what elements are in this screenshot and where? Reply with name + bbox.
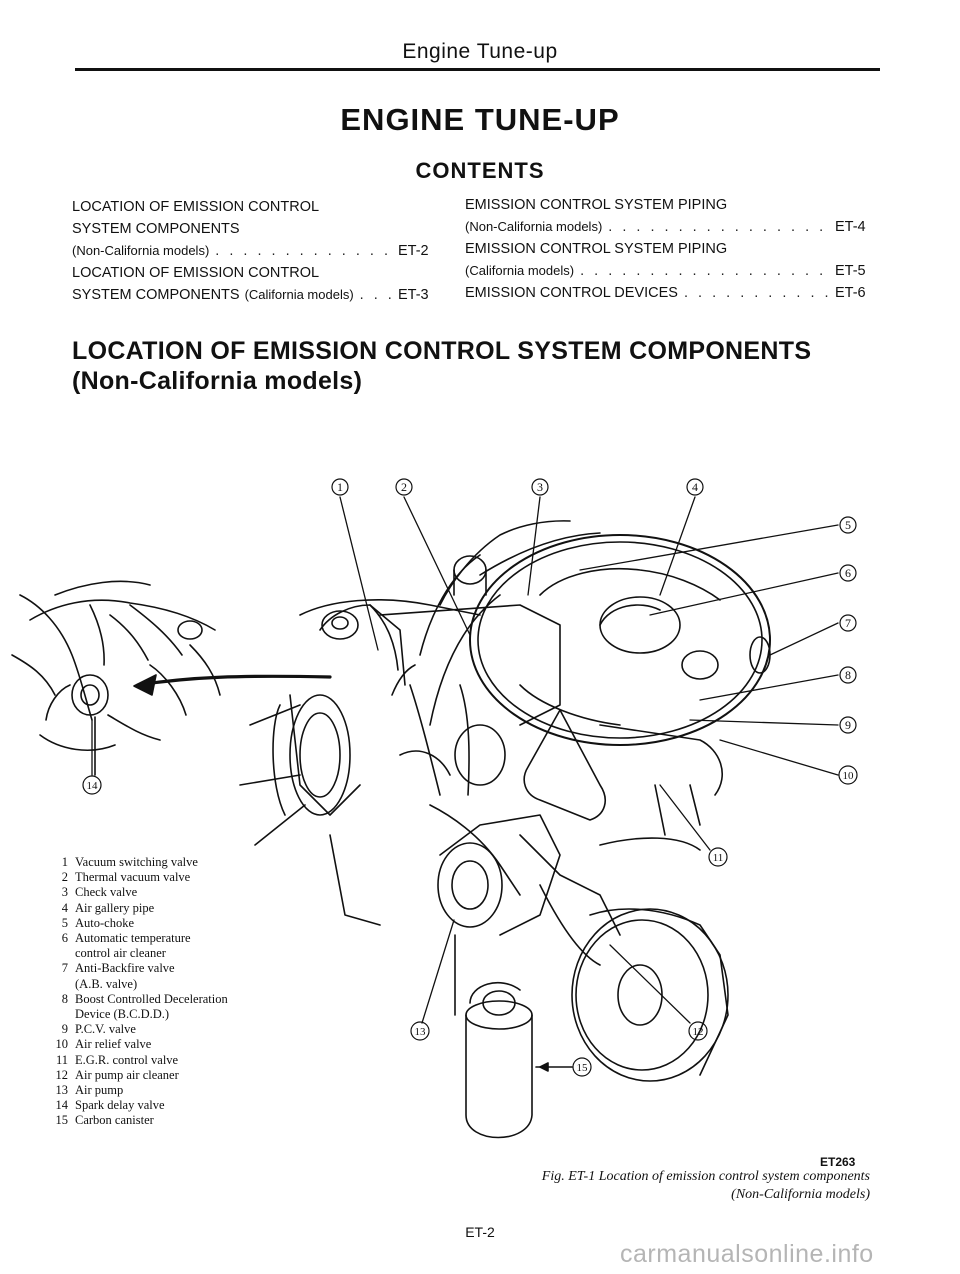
figure-caption: Fig. ET-1 Location of emission control s…	[430, 1168, 870, 1204]
legend-row: control air cleaner	[75, 946, 166, 961]
toc-entry-qualifier: (California models)	[465, 263, 575, 278]
svg-text:9: 9	[845, 718, 851, 732]
legend-row: (A.B. valve)	[75, 976, 138, 991]
callout-marker-10: 10	[838, 765, 858, 785]
svg-text:2: 2	[401, 480, 407, 494]
callout-marker-12: 12	[688, 1021, 708, 1041]
toc-page-ref: ET-4	[835, 219, 866, 235]
toc-entry[interactable]: LOCATION OF EMISSION CONTROL SYSTEM COMP…	[72, 262, 430, 306]
callout-marker-13: 13	[410, 1021, 430, 1041]
toc-page-ref: ET-3	[398, 287, 429, 303]
engine-block-sketch	[239, 520, 571, 926]
page-title: ENGINE TUNE-UP	[340, 102, 620, 137]
toc-entry-qualifier: (Non-California models)	[72, 243, 210, 258]
toc-page-ref: ET-2	[398, 243, 429, 259]
toc-entry[interactable]: EMISSION CONTROL SYSTEM PIPING (Californ…	[465, 238, 867, 282]
svg-text:10: 10	[843, 770, 855, 782]
svg-text:11: 11	[713, 852, 724, 864]
callout-marker-7: 7	[839, 614, 857, 632]
figure-code: ET263	[820, 1155, 856, 1169]
toc-entry[interactable]: EMISSION CONTROL SYSTEM PIPING (Non-Cali…	[465, 194, 867, 238]
inset-detail-sketch	[11, 580, 221, 776]
pump-air-cleaner-sketch	[571, 908, 729, 1082]
toc-entry-qualifier: (California models)	[244, 287, 354, 302]
engine-diagram: 1 2 3 4 5 6 7 8 9 10 11 12 13 14 15	[11, 478, 858, 1139]
toc-entry-line: EMISSION CONTROL SYSTEM PIPING	[465, 241, 728, 257]
toc-right-column: EMISSION CONTROL SYSTEM PIPING (Non-Cali…	[465, 194, 867, 304]
toc-entry-qualifier: (Non-California models)	[465, 219, 603, 234]
callout-marker-2: 2	[395, 478, 413, 496]
legend-row: Device (B.C.D.D.)	[75, 1007, 170, 1022]
callout-leaders	[91, 496, 839, 1024]
toc-leader-dots: . . . . . . . . . . . . . . . . . . . . …	[580, 263, 829, 279]
toc-leader-dots: . . . . . . . . . . . . . . . . . .	[683, 285, 829, 301]
svg-text:7: 7	[845, 616, 851, 630]
toc-entry[interactable]: EMISSION CONTROL DEVICES . . . . . . . .…	[465, 282, 867, 304]
carbon-canister-sketch	[465, 981, 573, 1139]
callout-marker-5: 5	[839, 516, 857, 534]
section-heading-subline: (Non-California models)	[72, 367, 363, 395]
callout-marker-3: 3	[531, 478, 549, 496]
section-heading-line: LOCATION OF EMISSION CONTROL SYSTEM COMP…	[72, 337, 812, 365]
figure-caption-line: Fig. ET-1 Location of emission control s…	[541, 1169, 870, 1184]
svg-text:13: 13	[415, 1026, 427, 1038]
callout-marker-1: 1	[331, 478, 349, 496]
callout-marker-8: 8	[839, 666, 857, 684]
toc-leader-dots: . . . . . . . . . . . . . . . . . . . . …	[215, 243, 392, 259]
callout-marker-9: 9	[839, 716, 857, 734]
toc-entry-line: LOCATION OF EMISSION CONTROL	[72, 265, 320, 281]
toc-leader-dots: . . . . . . . . . .	[359, 287, 392, 303]
callout-marker-15: 15	[572, 1057, 592, 1077]
svg-text:3: 3	[537, 480, 543, 494]
toc-page-ref: ET-5	[835, 263, 866, 279]
contents-heading: CONTENTS	[415, 158, 545, 183]
callout-marker-11: 11	[708, 847, 728, 867]
running-header: Engine Tune-up	[402, 40, 558, 63]
toc-entry-line: LOCATION OF EMISSION CONTROL	[72, 199, 320, 215]
callout-marker-4: 4	[686, 478, 704, 496]
toc-left-column: LOCATION OF EMISSION CONTROL SYSTEM COMP…	[72, 196, 430, 306]
watermark: carmanualsonline.info	[620, 1240, 874, 1268]
callout-marker-6: 6	[839, 564, 857, 582]
svg-text:4: 4	[692, 480, 698, 494]
toc-leader-dots: . . . . . . . . . . . . . . . . . . . . …	[608, 219, 829, 235]
toc-entry-line: SYSTEM COMPONENTS	[72, 221, 240, 237]
svg-text:14: 14	[87, 780, 99, 792]
header-rule	[75, 68, 880, 71]
page-number: ET-2	[465, 1224, 495, 1240]
section-heading: LOCATION OF EMISSION CONTROL SYSTEM COMP…	[72, 336, 892, 396]
toc-entry-line: EMISSION CONTROL SYSTEM PIPING	[465, 197, 728, 213]
svg-text:8: 8	[845, 668, 851, 682]
svg-text:5: 5	[845, 518, 851, 532]
svg-text:1: 1	[337, 480, 343, 494]
air-pump-sketch	[437, 814, 621, 1016]
air-cleaner-sketch	[469, 532, 771, 851]
svg-text:15: 15	[577, 1062, 589, 1074]
toc-entry[interactable]: LOCATION OF EMISSION CONTROL SYSTEM COMP…	[72, 196, 430, 262]
toc-entry-line: EMISSION CONTROL DEVICES	[465, 285, 678, 301]
toc-page-ref: ET-6	[835, 285, 866, 301]
svg-text:12: 12	[693, 1026, 704, 1038]
callout-marker-14: 14	[82, 775, 102, 795]
toc-entry-line: SYSTEM COMPONENTS	[72, 287, 240, 303]
svg-text:6: 6	[845, 566, 851, 580]
figure-caption-line: (Non-California models)	[731, 1187, 870, 1202]
